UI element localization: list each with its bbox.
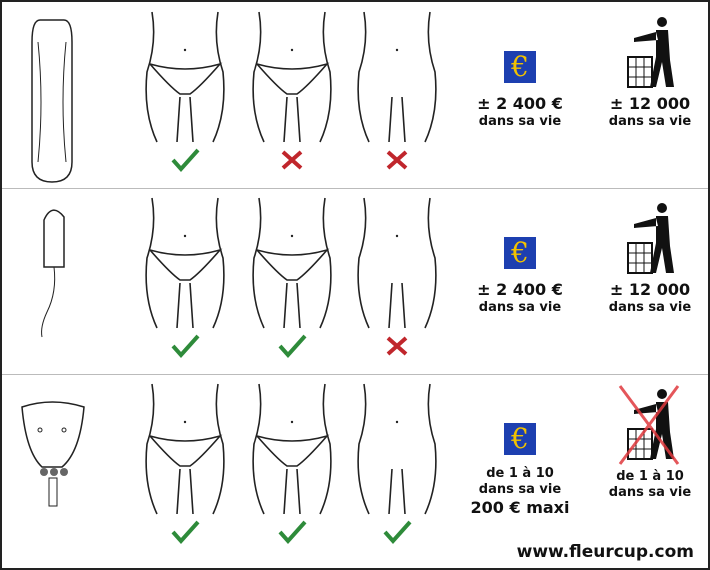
body-figure (145, 197, 225, 329)
cross-icon (281, 150, 303, 170)
waste-count: ± 12 000 (609, 280, 691, 299)
row-divider (2, 188, 708, 189)
cost-period: dans sa vie (478, 300, 562, 315)
cost-period: dans sa vie (478, 482, 562, 497)
cost-period: dans sa vie (478, 114, 562, 129)
cost-amount: ± 2 400 € (477, 94, 563, 113)
body-figure (357, 11, 437, 143)
check-icon (171, 520, 200, 545)
cross-icon (386, 336, 408, 356)
euro-icon: € (504, 423, 536, 455)
pad-icon (31, 11, 674, 183)
crossed-out-icon (618, 385, 680, 465)
trash-bin-icon (627, 203, 674, 274)
check-icon (383, 520, 412, 545)
body-figure (252, 11, 332, 143)
body-figure (357, 383, 437, 515)
waste-count: ± 12 000 (609, 94, 691, 113)
check-icon (171, 148, 200, 173)
euro-icon: € (504, 237, 536, 269)
check-icon (278, 334, 307, 359)
body-figure (357, 197, 437, 329)
website-link[interactable]: www.fleurcup.com (516, 542, 694, 562)
cost-text: ± 2 400 €dans sa vie (455, 94, 585, 130)
cost-text: ± 2 400 €dans sa vie (455, 280, 585, 316)
trash-bin-icon (627, 17, 674, 88)
waste-count: de 1 à 10 (616, 469, 684, 484)
cost-amount: de 1 à 10 (486, 466, 554, 481)
cross-icon (386, 150, 408, 170)
body-figure (145, 383, 225, 515)
waste-period: dans sa vie (608, 300, 692, 315)
cost-max: 200 € maxi (470, 498, 570, 517)
waste-period: dans sa vie (608, 114, 692, 129)
cost-amount: ± 2 400 € (477, 280, 563, 299)
body-figure (145, 11, 225, 143)
body-figure (252, 383, 332, 515)
body-figure (252, 197, 332, 329)
check-icon (278, 520, 307, 545)
tampon-icon (41, 197, 674, 359)
check-icon (171, 334, 200, 359)
euro-icon: € (504, 51, 536, 83)
row-divider (2, 374, 708, 375)
menstrual-cup-icon (21, 383, 680, 545)
waste-period: dans sa vie (608, 485, 692, 500)
